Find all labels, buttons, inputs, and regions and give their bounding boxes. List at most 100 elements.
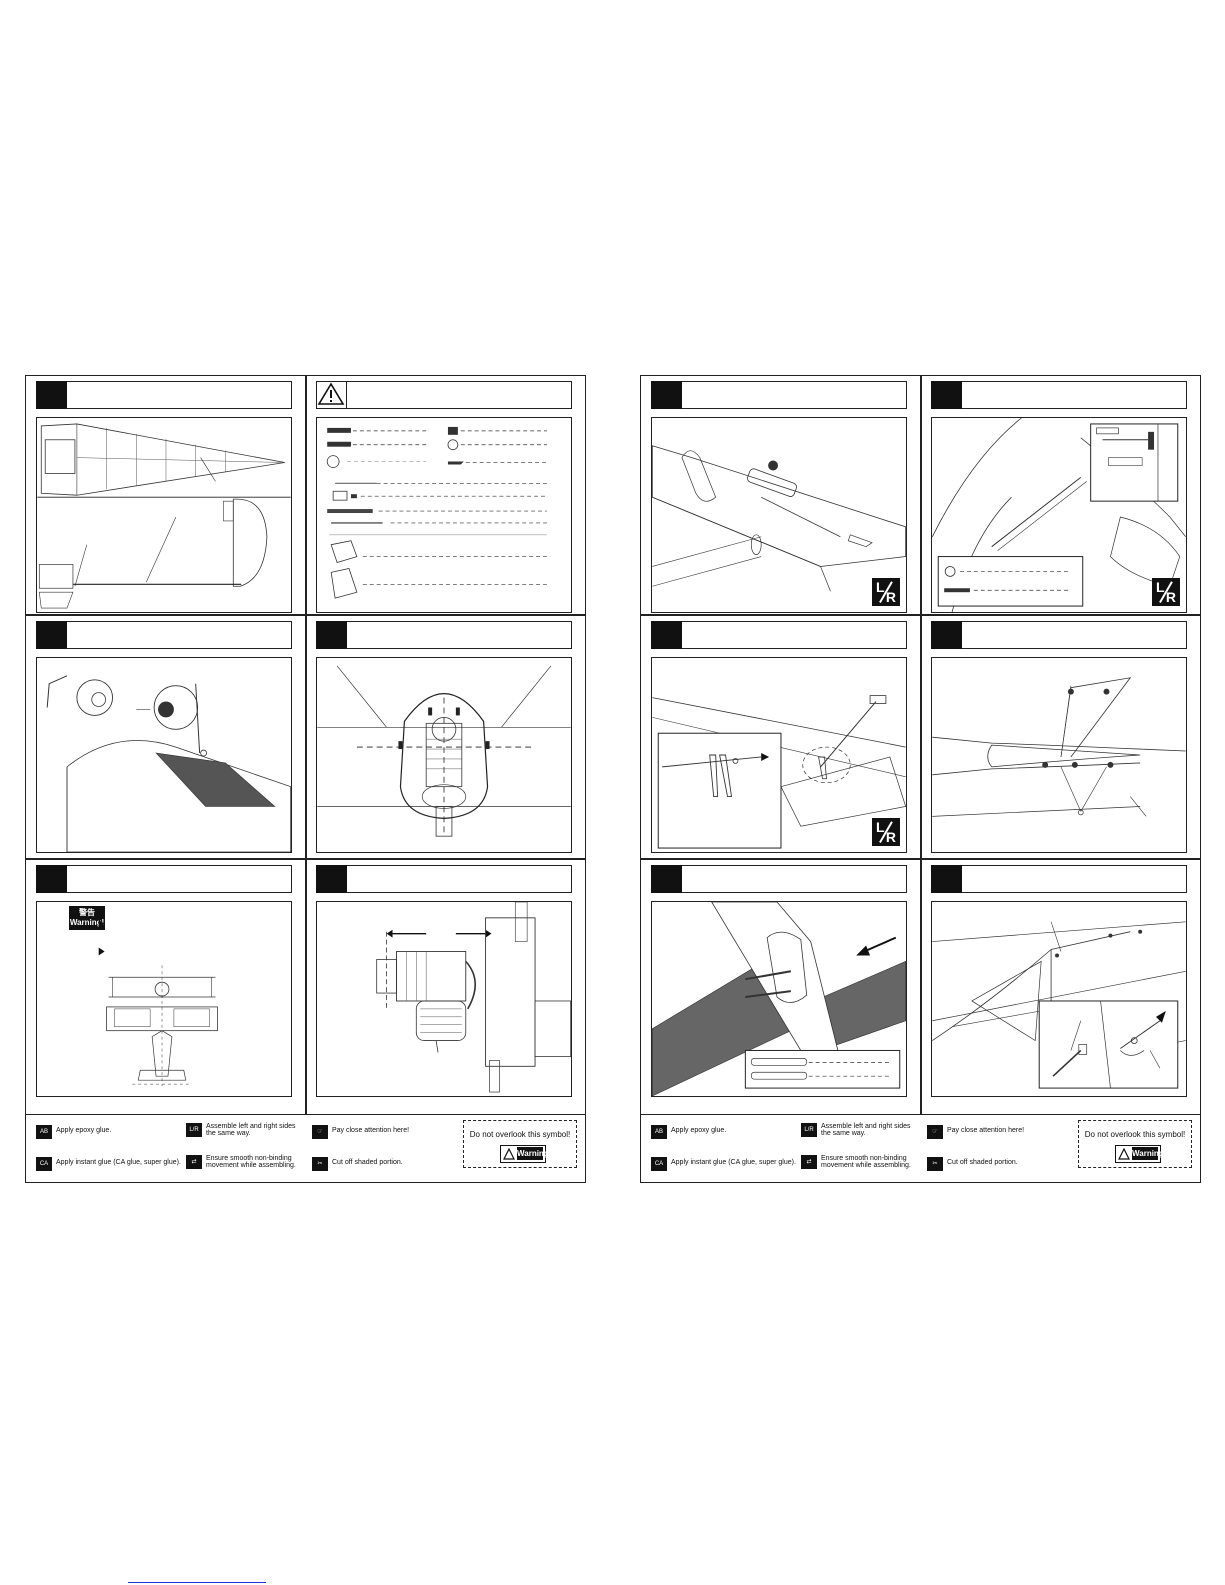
step-illustration: [36, 417, 292, 613]
warning-label: Warning!: [517, 1147, 552, 1160]
legend-smooth-text: Ensure smooth non-binding movement while…: [206, 1155, 296, 1169]
legend-cut-text: Cut off shaded portion.: [332, 1159, 403, 1166]
step-number-block: [315, 620, 347, 649]
step-fuselage-pushrod: [26, 376, 305, 622]
warning-badge: Warning!: [500, 1145, 552, 1163]
step-number-block: [650, 620, 682, 649]
step-number-block: [930, 620, 962, 649]
step-header: [650, 620, 907, 649]
legend-epoxy-text: Apply epoxy glue.: [671, 1127, 727, 1134]
legend-cut-text: Cut off shaded portion.: [947, 1159, 1018, 1166]
engine-side-illustration: [376, 902, 571, 1093]
smooth-movement-icon: ⇄: [186, 1155, 202, 1169]
step-header: [650, 864, 907, 893]
overlook-text: Do not overlook this symbol!: [469, 1130, 571, 1139]
symbol-legend: AB Apply epoxy glue. CA Apply instant gl…: [641, 1114, 1200, 1184]
ca-glue-icon: CA: [651, 1157, 667, 1171]
aircraft-alignment-illustration: [98, 905, 218, 1087]
step-number-block: [930, 864, 962, 893]
wing-strut-illustration: [932, 418, 1186, 612]
step-illustration: [316, 417, 572, 613]
step-illustration: [316, 901, 572, 1097]
warning-triangle-icon: [317, 381, 347, 409]
step-illustration: [931, 657, 1187, 853]
cut-shaded-icon: ✂: [927, 1157, 943, 1171]
epoxy-icon: AB: [36, 1125, 52, 1139]
lr-left-letter: L: [876, 579, 885, 595]
step-header: [316, 381, 572, 409]
step-horizontal-stabilizer: [641, 860, 920, 1106]
step-header: [315, 620, 572, 649]
step-landing-gear: [26, 616, 305, 862]
link-underline[interactable]: [128, 1582, 266, 1583]
step-number-block: [35, 380, 67, 409]
lr-right-letter: R: [1165, 589, 1176, 605]
legend-attention-text: Pay close attention here!: [947, 1127, 1025, 1134]
warning-label: Warning!: [1132, 1147, 1167, 1160]
step-header: [315, 864, 572, 893]
step-illustration: [316, 657, 572, 853]
overlook-symbol-box: Do not overlook this symbol! Warning!: [463, 1120, 577, 1168]
step-number-block: [35, 620, 67, 649]
step-header: [35, 864, 292, 893]
step-tail-hinge: [921, 616, 1200, 862]
smooth-movement-icon: ⇄: [801, 1155, 817, 1169]
step-illustration: [651, 901, 907, 1097]
step-number-block: [315, 864, 347, 893]
grid-divider: [26, 614, 585, 616]
warning-triangle-icon: [1118, 1148, 1130, 1160]
legend-ca-text: Apply instant glue (CA glue, super glue)…: [671, 1159, 796, 1166]
step-engine-side: [306, 860, 585, 1106]
step-engine-mount: [306, 616, 585, 862]
step-number-block: [650, 380, 682, 409]
pointing-hand-icon: ☞: [312, 1125, 328, 1139]
lr-left-letter: L: [876, 819, 885, 835]
step-number-block: [35, 864, 67, 893]
legend-assemble-text: Assemble left and right sides the same w…: [821, 1123, 911, 1137]
step-number-block: [930, 380, 962, 409]
lr-right-letter: R: [885, 589, 896, 605]
ca-glue-icon: CA: [36, 1157, 52, 1171]
step-header: [930, 620, 1187, 649]
legend-assemble-text: Assemble left and right sides the same w…: [206, 1123, 296, 1137]
tail-hinge-illustration: [932, 677, 1186, 817]
warning-label-cn: 警告: [79, 908, 95, 917]
grid-divider: [920, 376, 922, 1114]
overlook-text: Do not overlook this symbol!: [1084, 1130, 1186, 1139]
left-right-icon: L/R: [801, 1123, 817, 1137]
epoxy-icon: AB: [651, 1125, 667, 1139]
hardware-list-illustration: [326, 426, 547, 599]
pushrod-clevis-illustration: [652, 695, 906, 849]
overlook-symbol-box: Do not overlook this symbol! Warning!: [1078, 1120, 1192, 1168]
engine-front-illustration: [317, 665, 571, 837]
elevator-horn-illustration: [932, 921, 1186, 1089]
legend-epoxy-text: Apply epoxy glue.: [56, 1127, 112, 1134]
stabilizer-illustration: [652, 902, 906, 1096]
legend-ca-text: Apply instant glue (CA glue, super glue)…: [56, 1159, 181, 1166]
legend-attention-text: Pay close attention here!: [332, 1127, 410, 1134]
step-header: [35, 620, 292, 649]
grid-divider: [641, 858, 1200, 860]
warning-badge: Warning!: [1115, 1145, 1167, 1163]
left-right-icon: L/R: [186, 1123, 202, 1137]
pointing-hand-icon: ☞: [927, 1125, 943, 1139]
grid-divider: [305, 376, 307, 1114]
fuselage-illustration: [37, 423, 291, 609]
warning-label-en: Warning!: [69, 918, 105, 927]
wing-servo-illustration: [652, 445, 906, 592]
symbol-legend: AB Apply epoxy glue. CA Apply instant gl…: [26, 1114, 585, 1184]
warning-triangle-icon: [503, 1148, 515, 1160]
